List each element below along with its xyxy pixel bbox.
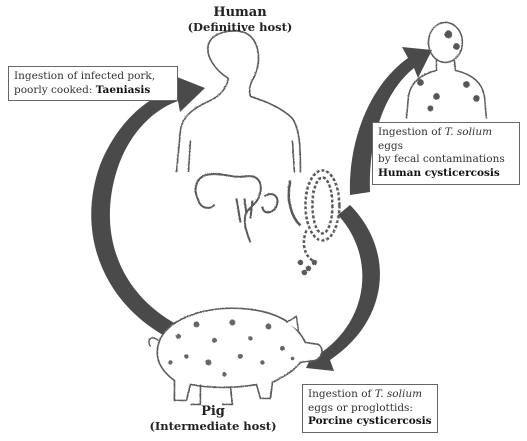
arrow-pig-to-human bbox=[91, 75, 212, 352]
intestine-icon bbox=[195, 174, 277, 242]
pig-name: Pig bbox=[148, 405, 278, 420]
hc-line1-prefix: Ingestion of bbox=[378, 126, 445, 138]
human-role: (Definitive host) bbox=[185, 21, 295, 34]
human-cysticercosis-note: Ingestion of T. solium eggs by fecal con… bbox=[372, 122, 520, 185]
pc-line1-prefix: Ingestion of bbox=[308, 388, 375, 400]
human-name: Human bbox=[185, 6, 295, 21]
hc-line2: by fecal contaminations bbox=[378, 153, 505, 165]
human-torso-icon bbox=[176, 31, 300, 173]
taeniasis-term: Taeniasis bbox=[96, 84, 151, 96]
hc-line1-suffix: eggs bbox=[378, 140, 403, 152]
pig-role: (Intermediate host) bbox=[148, 420, 278, 433]
pig-host-label: Pig (Intermediate host) bbox=[148, 405, 278, 433]
tapeworm-icon bbox=[288, 170, 339, 274]
hc-species: T. solium bbox=[445, 126, 492, 138]
porcine-cysticercosis-note: Ingestion of T. solium eggs or proglotti… bbox=[302, 384, 438, 433]
pc-species: T. solium bbox=[375, 388, 422, 400]
pc-term: Porcine cysticercosis bbox=[308, 415, 432, 427]
taeniasis-line1: Ingestion of infected pork, bbox=[14, 70, 155, 82]
hc-term: Human cysticercosis bbox=[378, 167, 500, 179]
human-host-label: Human (Definitive host) bbox=[185, 6, 295, 34]
pig-icon bbox=[148, 308, 321, 404]
pc-line2: eggs or proglottids: bbox=[308, 402, 413, 414]
taeniasis-line2-prefix: poorly cooked: bbox=[14, 84, 96, 96]
taeniasis-note: Ingestion of infected pork, poorly cooke… bbox=[8, 66, 178, 101]
